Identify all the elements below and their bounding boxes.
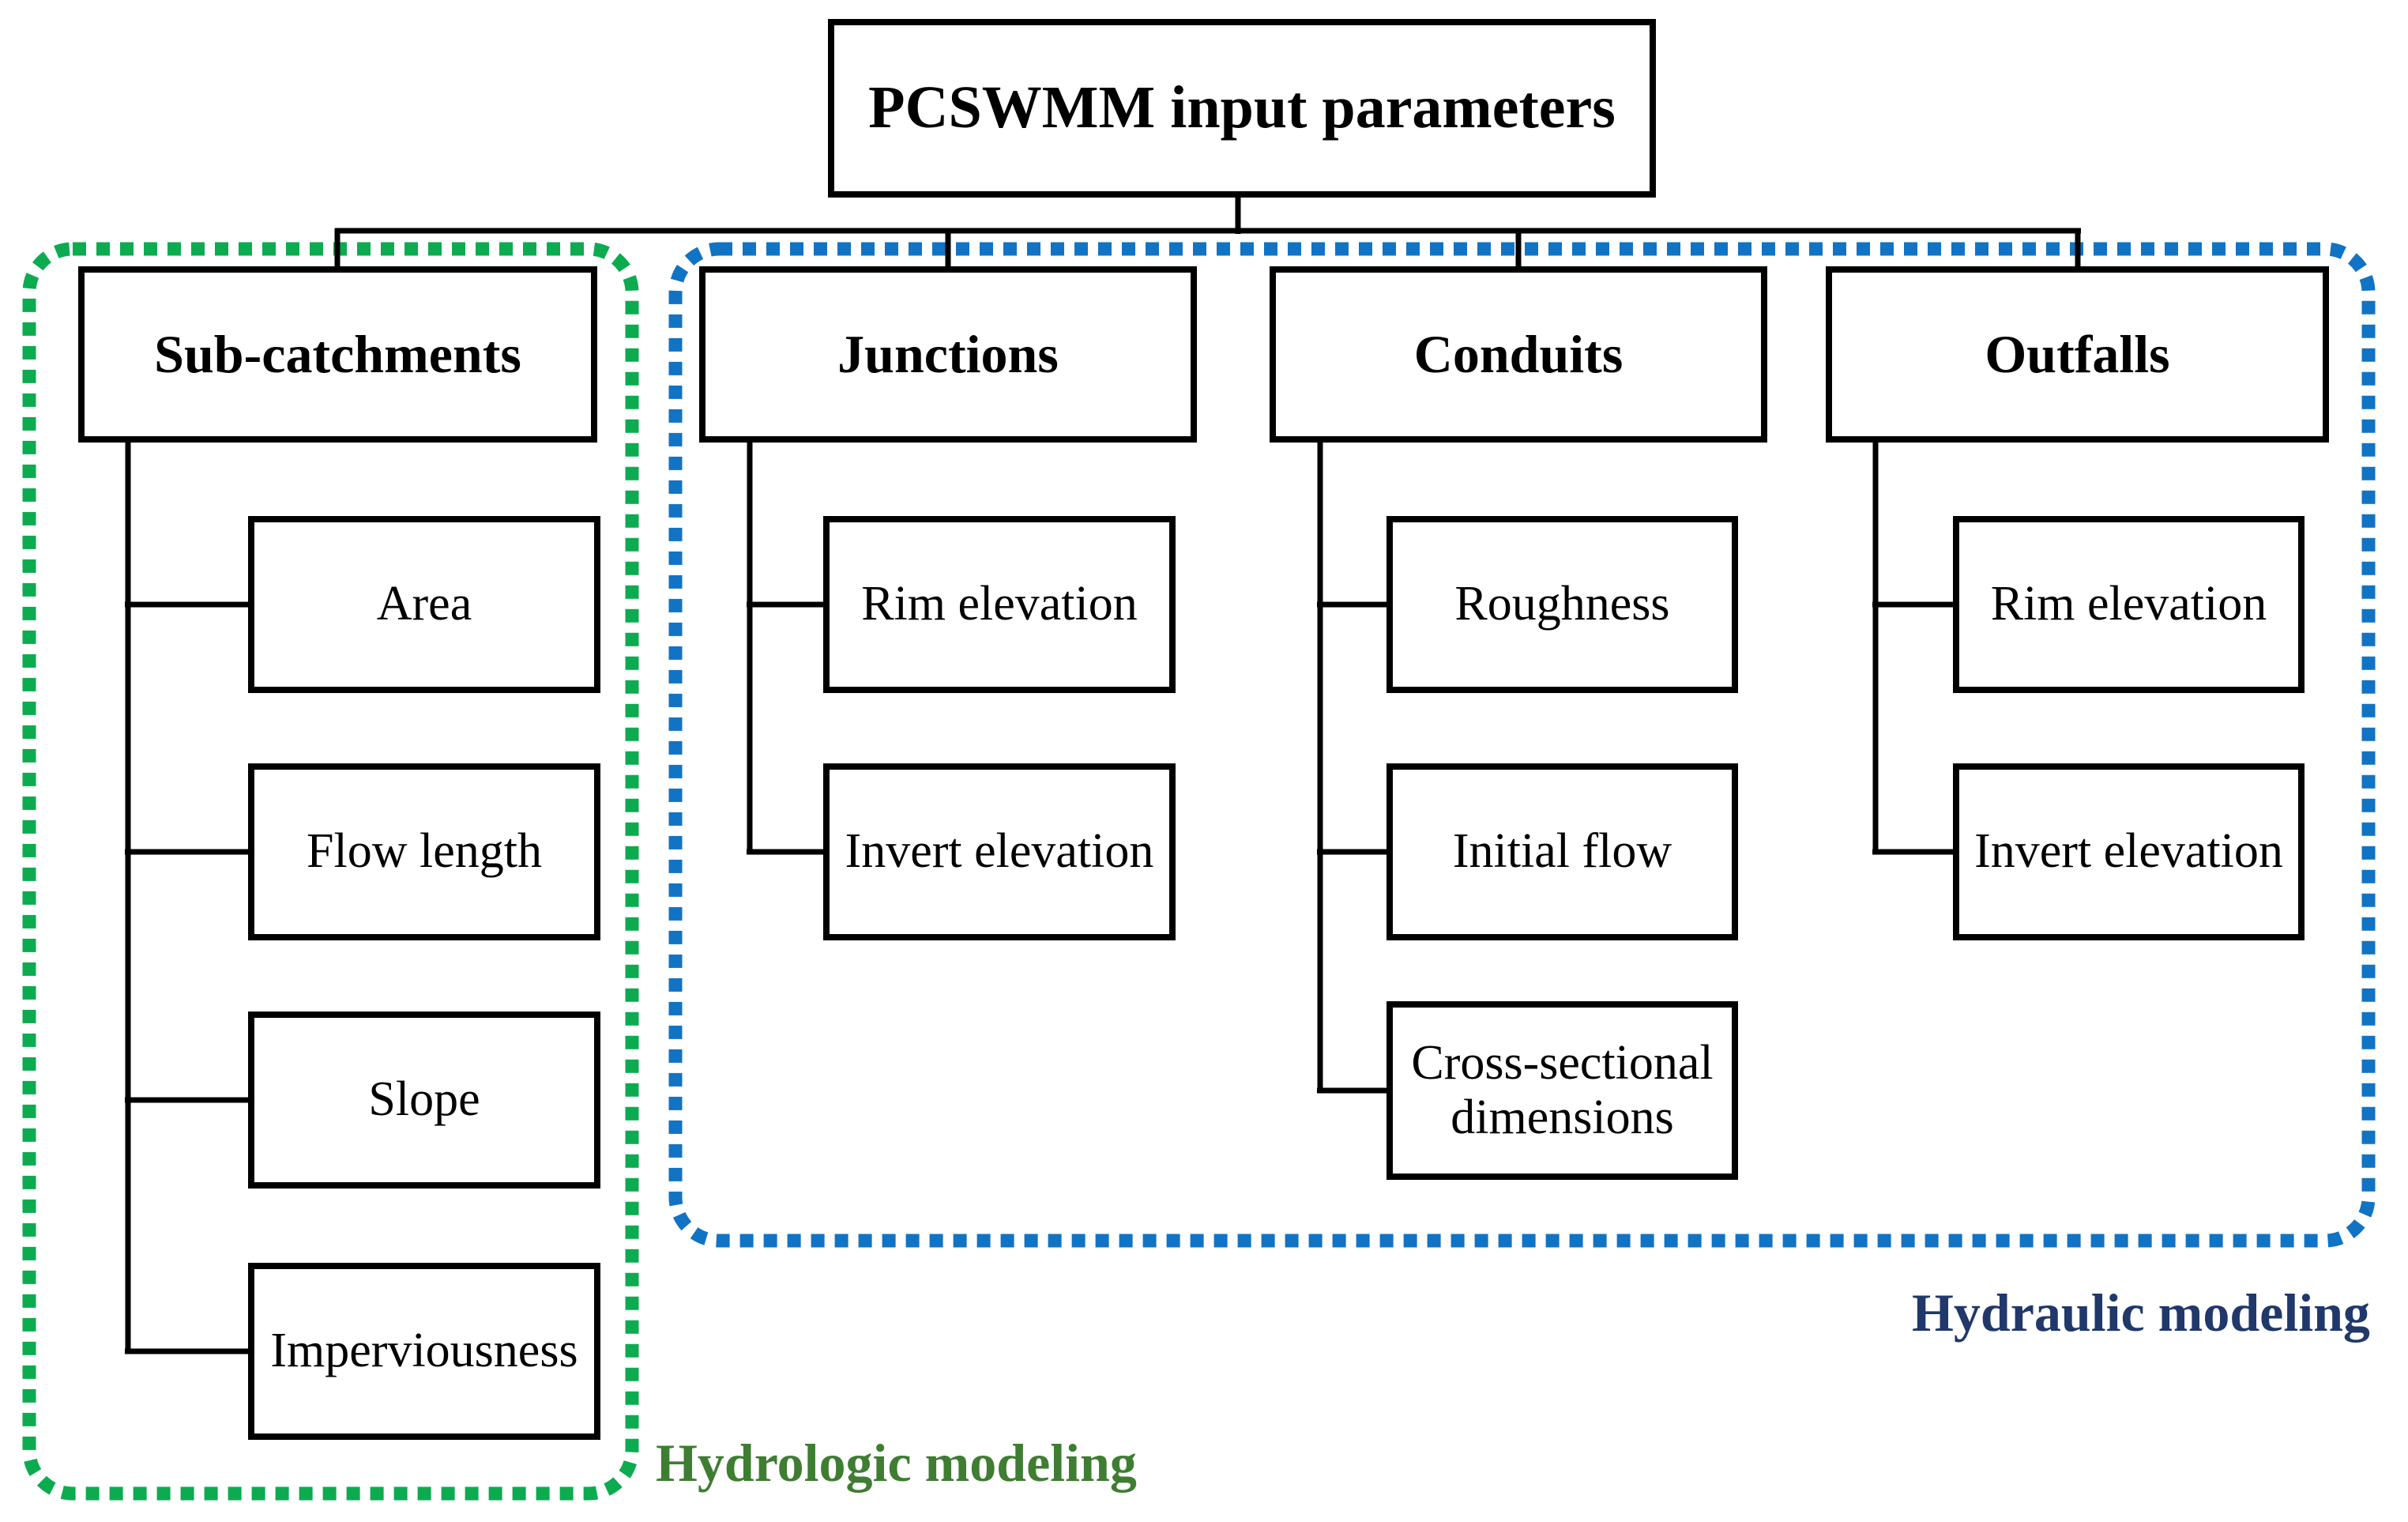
- child-node-area: Area: [248, 516, 600, 693]
- child-node-initial-flow: Initial flow: [1386, 763, 1738, 940]
- parent-node-sub-catchments: Sub-catchments: [78, 266, 597, 443]
- child-node-outfalls-rim-elevation: Rim elevation: [1953, 516, 2305, 693]
- parent-node-outfalls: Outfalls: [1826, 266, 2329, 443]
- child-node-roughness: Roughness: [1386, 516, 1738, 693]
- child-node-junctions-invert-elevation: Invert elevation: [823, 763, 1176, 940]
- root-node-pcswmm-input-parameters: PCSWMM input parameters: [828, 19, 1656, 198]
- connector-lines: [125, 188, 2081, 1354]
- child-node-junctions-rim-elevation: Rim elevation: [823, 516, 1176, 693]
- hydraulic-group-frame: [668, 242, 2376, 1248]
- child-node-imperviousness: Imperviousness: [248, 1263, 600, 1440]
- hydrologic-group-label: Hydrologic modeling: [656, 1433, 1137, 1493]
- parent-node-junctions: Junctions: [699, 266, 1197, 443]
- hydrologic-group-frame: [22, 242, 639, 1501]
- child-node-slope: Slope: [248, 1012, 600, 1189]
- child-node-outfalls-invert-elevation: Invert elevation: [1953, 763, 2305, 940]
- child-node-flow-length: Flow length: [248, 763, 600, 940]
- child-node-cross-sectional-dimensions: Cross-sectional dimensions: [1386, 1001, 1738, 1180]
- parent-node-conduits: Conduits: [1270, 266, 1767, 443]
- hydraulic-group-label: Hydraulic modeling: [1912, 1283, 2370, 1343]
